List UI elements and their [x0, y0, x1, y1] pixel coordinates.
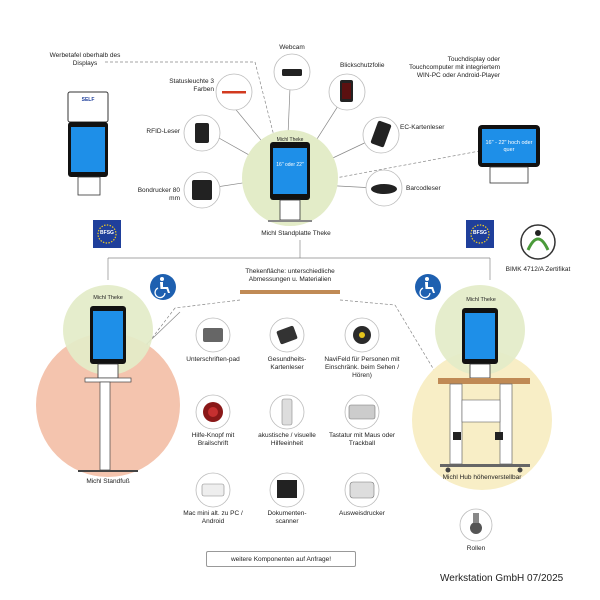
barcodeleser-label: Barcodleser — [406, 185, 441, 192]
webcam-label: Webcam — [279, 44, 305, 51]
michl-theke-left-label: Michl Theke — [93, 295, 123, 301]
bimk-label: BIMK 4712/A Zertifikat — [505, 266, 571, 273]
mac-mini-label: Mac mini alt. zu PC / Android — [183, 510, 243, 525]
hilfe-knopf-label: Hilfe-Knopf mit Brailschrift — [191, 432, 235, 447]
michl-theke-center-label: Michl Theke — [276, 137, 304, 143]
hilfeeinheit-label: akustische / visuelle Hilfeeinheit — [258, 432, 316, 447]
rollen-label: Rollen — [466, 545, 486, 552]
screen-size-right: 16" - 22" hoch oder quer — [485, 140, 533, 153]
footer-company: Werkstation GmbH 07/2025 — [440, 573, 564, 584]
michl-hub-label: Michl Hub höhenverstellbar — [442, 474, 522, 481]
weitere-komponenten-box: weitere Komponenten auf Anfrage! — [206, 551, 356, 567]
unterschriften-label: Unterschriften-pad — [186, 356, 240, 363]
bfsg-badge-left: BFSG — [100, 230, 114, 236]
rfid-label: RFID-Leser — [146, 128, 180, 135]
bondrucker-label: Bondrucker 80 mm — [137, 187, 180, 202]
gesundheits-label: Gesundheits-Kartenleser — [267, 356, 307, 371]
michl-theke-right-label: Michl Theke — [466, 297, 496, 303]
touchdisplay-label: Touchdisplay oder Touchcomputer mit inte… — [408, 56, 500, 79]
tastatur-label: Tastatur mit Maus oder Trackball — [328, 432, 396, 447]
bfsg-badge-right: BFSG — [473, 230, 487, 236]
weitere-komponenten-label: weitere Komponenten auf Anfrage! — [230, 555, 332, 563]
navifeld-label: NaviFeld für Personen mit Einschränk. be… — [324, 356, 400, 379]
michl-standfuss-label: Michl Standfuß — [86, 478, 130, 485]
werbetafel-label: Werbetafel oberhalb des Displays — [49, 52, 121, 67]
statusleuchte-label: Statusleuchte 3 Farben — [169, 78, 214, 93]
blickschutzfolie-label: Blickschutzfolie — [340, 62, 385, 69]
ec-kartenleser-label: EC-Kartenleser — [400, 124, 445, 131]
ausweisdrucker-label: Ausweisdrucker — [339, 510, 385, 517]
self-logo: SELF — [81, 97, 95, 103]
thekenflaeche-label: Thekenfläche: unterschiedliche Abmessung… — [245, 268, 335, 283]
dokumentenscanner-label: Dokumenten-scanner — [267, 510, 307, 525]
screen-size-center: 16" oder 22" — [276, 162, 304, 168]
michl-standplatte-label: Michl Standplatte Theke — [261, 230, 331, 237]
